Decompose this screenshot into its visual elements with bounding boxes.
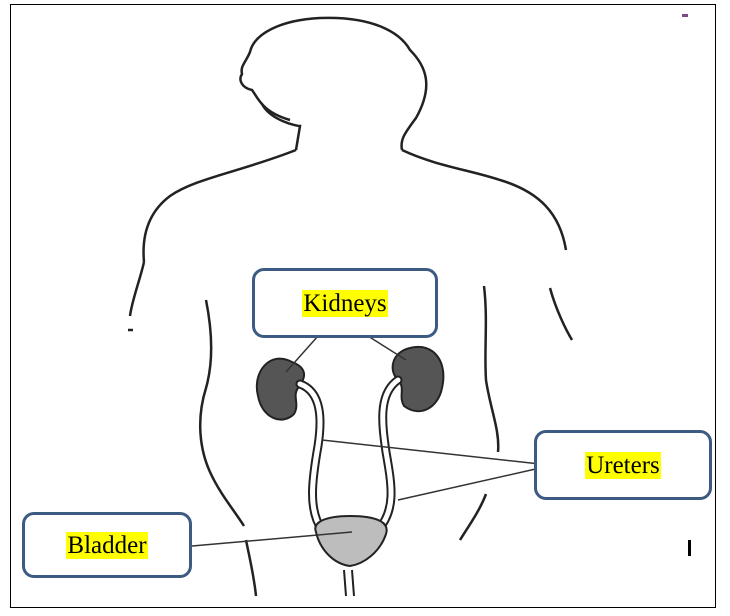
kidneys-leader-left bbox=[286, 336, 318, 372]
ureters-label: Ureters bbox=[585, 452, 661, 479]
left-arm-outline bbox=[130, 262, 144, 316]
crotch-outline bbox=[344, 570, 354, 596]
left-kidney bbox=[257, 359, 304, 420]
right-shoulder-outline bbox=[402, 150, 566, 250]
kidneys-label: Kidneys bbox=[302, 290, 387, 317]
kidneys-leader-right bbox=[368, 336, 406, 360]
torso-left-outline bbox=[200, 300, 244, 526]
right-arm-outline bbox=[550, 288, 572, 340]
bladder-label-box: Bladder bbox=[22, 512, 192, 578]
bladder-shape bbox=[315, 516, 386, 566]
torso-right-lower-outline bbox=[460, 494, 486, 540]
kidneys-label-box: Kidneys bbox=[252, 268, 438, 338]
ureters-label-box: Ureters bbox=[534, 430, 712, 500]
bladder-label: Bladder bbox=[66, 532, 147, 559]
side-mark bbox=[688, 540, 691, 556]
neck-left-outline bbox=[262, 104, 300, 150]
left-shoulder-outline bbox=[144, 150, 296, 262]
torso-right-outline bbox=[484, 286, 498, 452]
head-outline bbox=[240, 18, 426, 150]
corner-mark bbox=[682, 14, 688, 17]
leg-outline bbox=[246, 540, 256, 596]
ureters-leader-upper bbox=[322, 440, 540, 464]
ureters-leader-lower bbox=[398, 468, 540, 500]
